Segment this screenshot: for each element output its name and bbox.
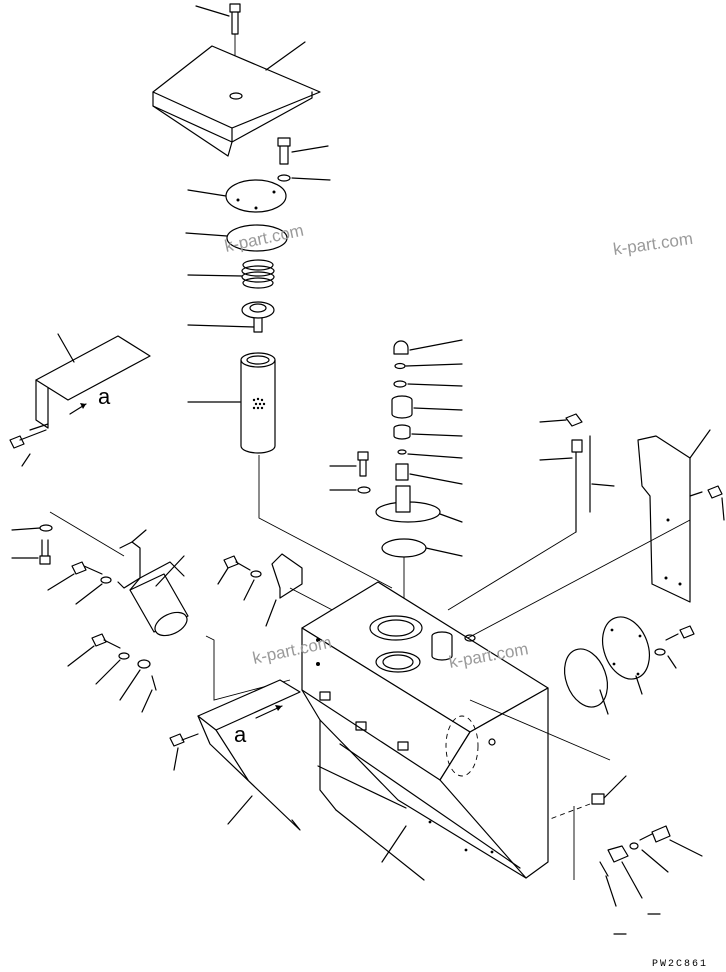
right-guard-bolt: [463, 485, 725, 641]
hydraulic-tank: [301, 581, 611, 881]
watermark-2: k-part.com: [612, 229, 694, 259]
washer-left-lower: [95, 652, 130, 685]
washer-left-mid: [75, 576, 112, 605]
tank-bolt-holes: [316, 638, 496, 854]
filter-spring: [187, 259, 275, 289]
nut-left-lower: [119, 659, 151, 701]
drawing-code: PW2C861: [652, 959, 708, 970]
mid-bracket: [265, 553, 341, 627]
side-cover-bolt: [654, 625, 695, 669]
filter-valve-assembly: [187, 301, 275, 333]
strainer-cylinder: [129, 555, 189, 637]
lower-left-bracket-bolt: [169, 733, 199, 771]
mid-bolt: [217, 555, 251, 585]
bolt-left-top: [11, 539, 51, 565]
side-gasket: [563, 648, 609, 715]
right-guard-plate: [463, 429, 725, 641]
drain-plug: [509, 775, 627, 835]
drain-valve: [573, 806, 703, 935]
pin-left-lower: [141, 675, 157, 713]
left-bracket-bolt: [9, 429, 47, 467]
top-cover-plate: [152, 41, 321, 157]
side-cover-disc: [602, 616, 650, 695]
view-marker-a-upper: a: [98, 384, 111, 409]
left-bracket: a: [9, 333, 151, 467]
centre-washer: [329, 486, 371, 494]
filter-element: [187, 352, 393, 589]
cooler-bracket: [117, 529, 147, 589]
mid-washer: [243, 570, 262, 601]
filter-cover-disc: [187, 179, 287, 213]
level-gauge: [447, 413, 615, 611]
filter-o-ring: [185, 224, 288, 252]
centre-bolt: [329, 451, 369, 477]
cover-bolt-washer: [277, 137, 331, 182]
bolt-left-mid: [47, 561, 103, 591]
breather-stack: [375, 339, 463, 610]
washer-left-top: [11, 524, 53, 532]
tank-port-openings: [369, 615, 476, 673]
view-marker-a-lower: a: [234, 722, 247, 747]
lower-left-bracket: a: [169, 679, 301, 831]
filter-perforation: [252, 397, 266, 410]
bolt-left-lower: [67, 633, 121, 667]
